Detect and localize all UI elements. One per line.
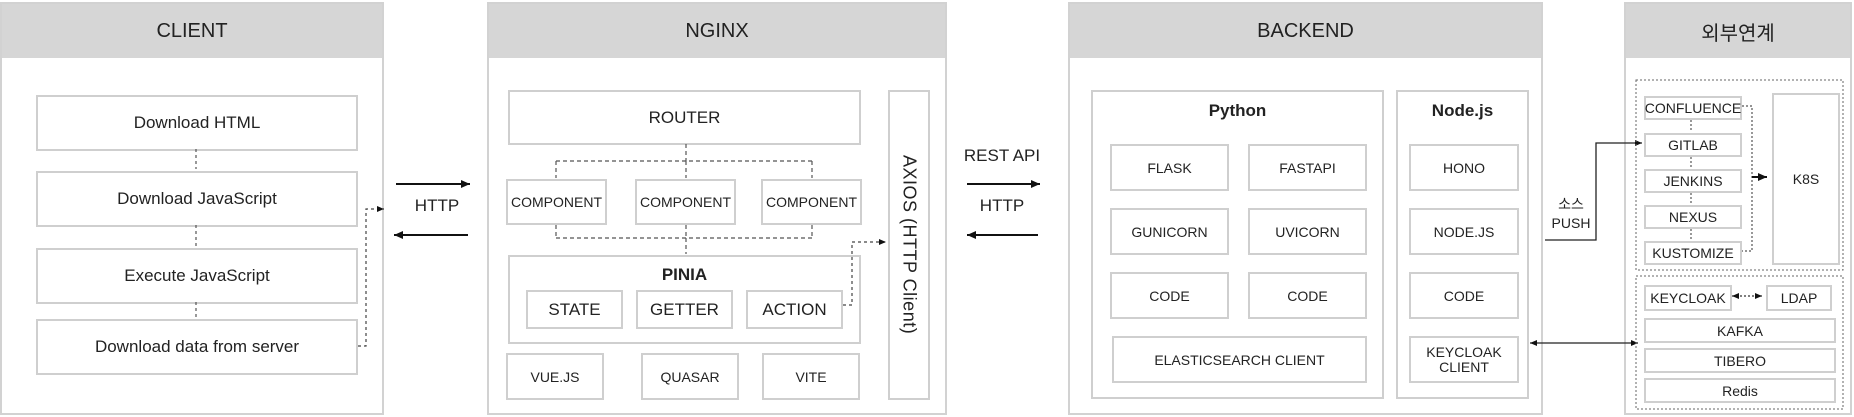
tool-vite-box: VITE: [762, 353, 860, 400]
ldap-box: LDAP: [1766, 285, 1832, 311]
client-step-download-data: Download data from server: [36, 319, 358, 375]
redis-box: Redis: [1644, 378, 1836, 403]
source-push-label-line2: PUSH: [1551, 215, 1591, 231]
kustomize-box: KUSTOMIZE: [1644, 241, 1742, 265]
client-title: CLIENT: [2, 4, 382, 58]
backend-panel: BACKEND Python FLASK FASTAPI GUNICORN UV…: [1068, 2, 1543, 415]
axios-label: AXIOS (HTTP Client): [899, 155, 920, 335]
pinia-state-box: STATE: [526, 290, 623, 329]
keycloak-client-box: KEYCLOAK CLIENT: [1409, 336, 1519, 383]
component-box-2: COMPONENT: [635, 179, 736, 225]
keycloak-client-label-line2: CLIENT: [1439, 358, 1489, 375]
rest-api-label: REST API: [963, 146, 1041, 165]
jenkins-box: JENKINS: [1644, 169, 1742, 193]
nodejs-box: Node.js HONO NODE.JS CODE KEYCLOAK CLIEN…: [1396, 90, 1529, 399]
pinia-getter-box: GETTER: [636, 290, 733, 329]
fastapi-box: FASTAPI: [1248, 144, 1367, 191]
hono-box: HONO: [1409, 144, 1519, 191]
external-panel: 외부연계 CONFLUENCE GITLAB JENKINS NEXUS KUS…: [1624, 2, 1852, 415]
elasticsearch-client-box: ELASTICSEARCH CLIENT: [1112, 336, 1367, 383]
nginx-panel: NGINX ROUTER COMPONENT COMPONENT COMPONE…: [487, 2, 947, 415]
pinia-action-box: ACTION: [746, 290, 843, 329]
client-step-execute-js: Execute JavaScript: [36, 248, 358, 304]
node-runtime-box: NODE.JS: [1409, 208, 1519, 255]
kafka-box: KAFKA: [1644, 318, 1836, 343]
source-push-label: 소스 PUSH: [1544, 195, 1598, 233]
router-box: ROUTER: [508, 90, 861, 145]
component-box-1: COMPONENT: [506, 179, 607, 225]
nginx-title: NGINX: [489, 4, 945, 58]
pinia-box: PINIA STATE GETTER ACTION: [508, 255, 861, 344]
component-box-3: COMPONENT: [761, 179, 862, 225]
tool-vuejs-box: VUE.JS: [506, 353, 604, 400]
python-code-box-1: CODE: [1110, 272, 1229, 319]
gitlab-box: GITLAB: [1644, 133, 1742, 157]
python-title: Python: [1208, 101, 1267, 120]
tool-quasar-box: QUASAR: [641, 353, 739, 400]
axios-box: AXIOS (HTTP Client): [888, 90, 930, 400]
pinia-title: PINIA: [661, 265, 708, 284]
confluence-box: CONFLUENCE: [1644, 96, 1742, 120]
python-box: Python FLASK FASTAPI GUNICORN UVICORN CO…: [1091, 90, 1384, 399]
external-title: 외부연계: [1626, 4, 1850, 58]
keycloak-client-label-line1: KEYCLOAK: [1426, 343, 1502, 360]
gunicorn-box: GUNICORN: [1110, 208, 1229, 255]
nginx-backend-http-label: HTTP: [979, 196, 1025, 215]
keycloak-box: KEYCLOAK: [1644, 285, 1732, 311]
client-panel: CLIENT Download HTML Download JavaScript…: [0, 2, 384, 415]
backend-title: BACKEND: [1070, 4, 1541, 58]
k8s-box: K8S: [1772, 93, 1840, 265]
tibero-box: TIBERO: [1644, 348, 1836, 373]
nexus-box: NEXUS: [1644, 205, 1742, 229]
uvicorn-box: UVICORN: [1248, 208, 1367, 255]
client-step-download-js: Download JavaScript: [36, 171, 358, 227]
nodejs-title: Node.js: [1431, 101, 1494, 120]
python-code-box-2: CODE: [1248, 272, 1367, 319]
source-push-label-line1: 소스: [1558, 196, 1584, 212]
node-code-box: CODE: [1409, 272, 1519, 319]
client-step-download-html: Download HTML: [36, 95, 358, 151]
flask-box: FLASK: [1110, 144, 1229, 191]
client-nginx-http-label: HTTP: [414, 196, 460, 215]
